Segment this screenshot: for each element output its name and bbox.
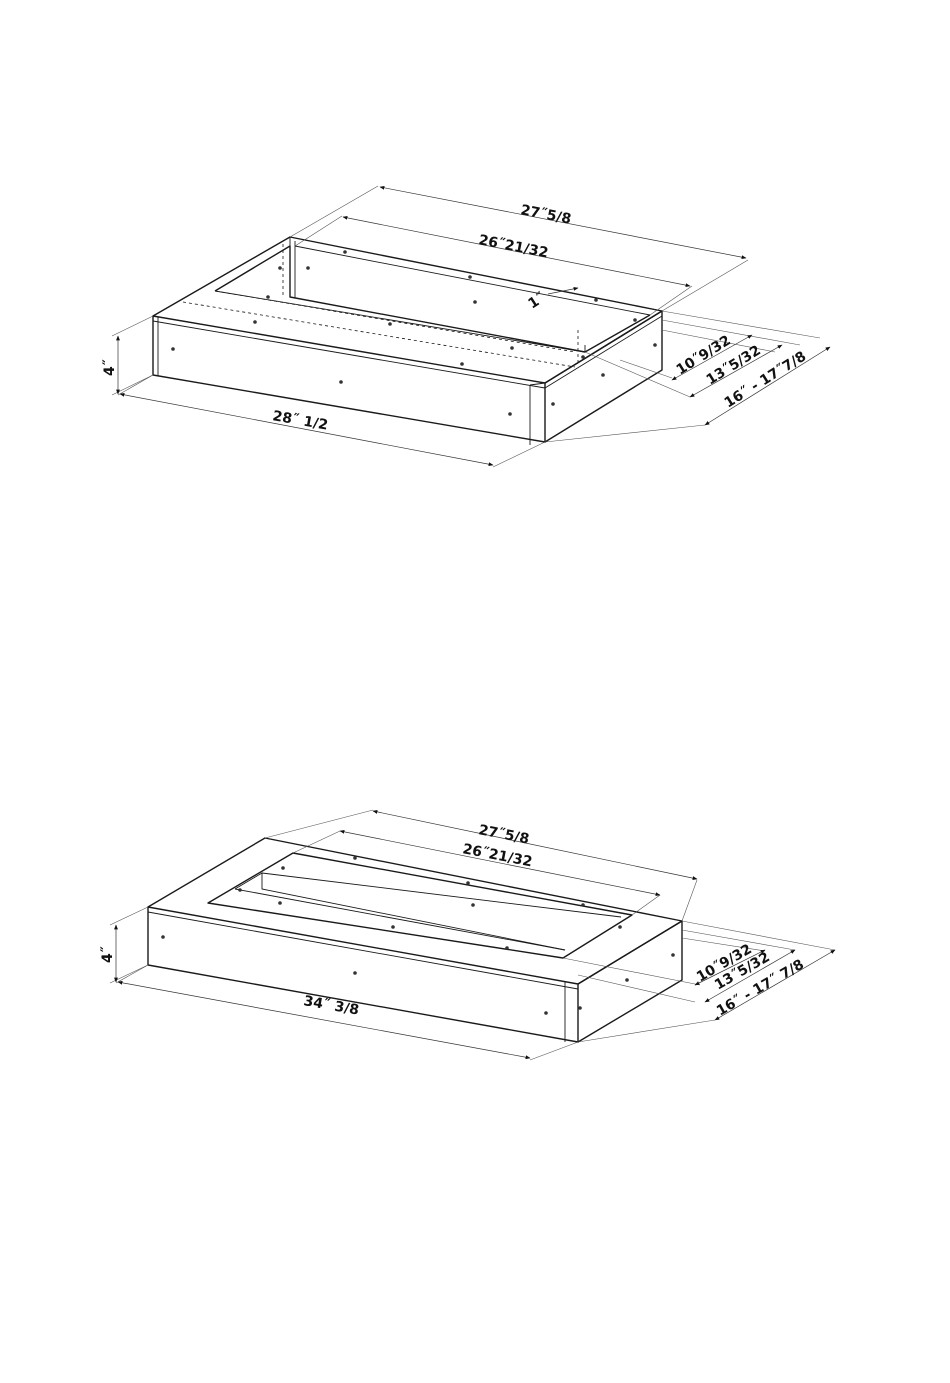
label-outer-length-1: 27˝5/8: [519, 202, 572, 227]
label-inner-length-1: 26˝21/32: [477, 232, 549, 261]
dimension-height-1: 4˝: [102, 316, 153, 395]
base-frame-diagram-2: 27˝5/8 26˝21/32 10˝9/32 13˝5/32 16˝ - 17…: [100, 810, 835, 1060]
label-front-width-1: 28˝ 1/2: [271, 408, 329, 433]
dimension-inner-length-1: 26˝21/32: [295, 216, 692, 315]
label-height-1: 4˝: [102, 359, 118, 376]
frame-body-1: [153, 237, 662, 445]
dimension-depths-2: 10˝9/32 13˝5/32 16˝ - 17˝ 7/8: [563, 921, 835, 1042]
dimension-front-width-2: 34˝ 3/8: [116, 965, 578, 1060]
dimension-inner-length-2: 26˝21/32: [293, 831, 660, 915]
frame-body-2: [148, 838, 682, 1042]
dimension-height-2: 4˝: [100, 907, 148, 983]
dimension-rim-1: 1˝: [525, 288, 578, 312]
dimension-depths-1: 10˝9/32 13˝5/32 16˝ - 17˝7/8: [545, 311, 830, 442]
label-outer-length-2: 27˝5/8: [477, 822, 530, 847]
label-height-2: 4˝: [100, 946, 116, 963]
dimension-front-width-1: 28˝ 1/2: [118, 375, 545, 467]
label-rim-1: 1˝: [525, 290, 548, 313]
label-front-width-2: 34˝ 3/8: [302, 993, 360, 1018]
dimension-outer-length-2: 27˝5/8: [265, 810, 697, 921]
base-frame-diagram-1: 27˝5/8 26˝21/32 1˝ 10˝9/32 13˝5/32: [102, 186, 830, 467]
